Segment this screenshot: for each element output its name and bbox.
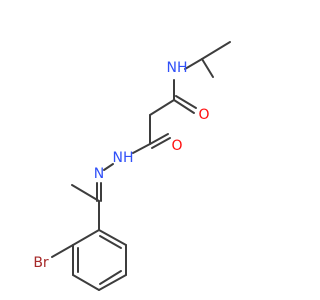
ring-bond-3: [98, 274, 127, 291]
ring-inner-double-1: [99, 235, 122, 249]
ring-bond-6: [72, 229, 100, 246]
bond-carbonyl-nh: [132, 143, 151, 154]
ring-bond-4: [72, 274, 100, 291]
bond-isopropyl-n: [184, 58, 203, 70]
atom-nh-hydrazide: NH: [113, 150, 134, 166]
ring-inner-double-2: [99, 270, 122, 285]
bond-hydrazide-co-double-1: [149, 133, 169, 145]
atom-o-hydrazide: O: [171, 138, 182, 154]
bond-isopropyl-c2: [201, 58, 214, 78]
atom-br: Br: [33, 255, 49, 271]
ring-bond-1: [98, 229, 127, 246]
atom-nh-amide: NH: [167, 60, 188, 76]
bond-hydrazide-co-double-2: [151, 137, 171, 149]
bond-ring-br: [51, 244, 74, 258]
bond-amide-co-double-2: [175, 95, 197, 109]
atom-o-amide: O: [198, 107, 209, 123]
molecule-structure: NH O O NH N Br: [33, 41, 231, 291]
bond-isopropyl-c1: [201, 41, 231, 60]
bond-amide-co-double-1: [173, 99, 195, 114]
atom-n-imine: N: [94, 166, 104, 182]
bond-carbonyl-ch2: [149, 99, 175, 116]
bond-nh-n: [103, 163, 114, 171]
bond-imine-methyl: [71, 184, 100, 202]
